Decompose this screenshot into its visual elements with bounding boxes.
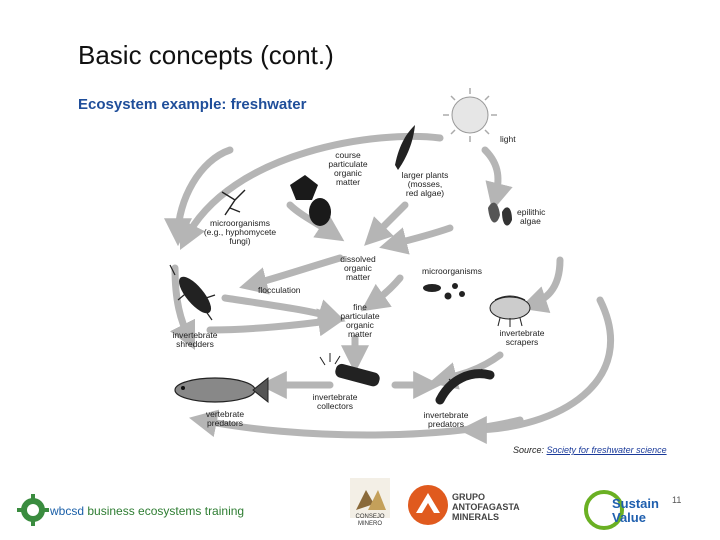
diagram-labels: light course particulate organic matter …: [173, 134, 547, 429]
label-dom-1: dissolved: [340, 254, 376, 264]
consejo-minero-text: CONSEJO MINERO: [355, 514, 385, 527]
label-epilithic-1: epilithic: [517, 207, 546, 217]
hyphomycete-icon: [221, 189, 246, 216]
predator-larva-icon: [435, 368, 495, 405]
footer: 11: [0, 470, 720, 540]
label-invertebrate-predators-1: invertebrate: [424, 410, 469, 420]
arrow-shredders-to-fpom: [221, 294, 346, 327]
fish-icon: [174, 376, 269, 404]
label-microorganisms-right: microorganisms: [422, 266, 482, 276]
epilithic-algae-icon: [488, 202, 512, 226]
freshwater-ecosystem-diagram: light course particulate organic matter …: [164, 88, 615, 444]
collector-larva-icon: [319, 353, 380, 387]
label-microorganisms-1: microorganisms: [210, 218, 270, 228]
arrow-upper-loop: [164, 146, 234, 247]
label-scrapers-1: invertebrate: [500, 328, 545, 338]
sustain-value-text: Sustain Value: [612, 497, 672, 525]
shredder-insect-icon: [169, 264, 216, 321]
arrow-top-loop-down: [169, 264, 196, 351]
microorganisms-cluster-icon: [423, 283, 465, 300]
wbcsd-tagline: business ecosystems training: [84, 504, 245, 518]
sustain-word: Sustain: [612, 496, 659, 511]
antofagasta-logo-icon: [408, 485, 448, 525]
label-vertebrate-predators-2: predators: [207, 418, 243, 428]
wbcsd-logo-icon: [17, 494, 49, 526]
label-cpom-2: particulate: [328, 159, 367, 169]
label-larger-plants-2: (mosses,: [408, 179, 442, 189]
label-cpom-1: course: [335, 150, 361, 160]
label-dom-2: organic: [344, 263, 373, 273]
source-prefix: Source:: [513, 445, 547, 455]
label-scrapers-2: scrapers: [506, 337, 539, 347]
arrow-dom-to-flocculation: [239, 254, 344, 295]
label-cpom-4: matter: [336, 177, 360, 187]
source-link[interactable]: Society for freshwater science: [546, 445, 667, 455]
label-cpom-3: organic: [334, 168, 363, 178]
label-epilithic-2: algae: [520, 216, 541, 226]
wbcsd-prefix: wbcsd: [50, 504, 85, 518]
label-invertebrate-predators-2: predators: [428, 419, 464, 429]
label-larger-plants-3: red algae): [406, 188, 444, 198]
label-shredders-1: invertebrate: [173, 330, 218, 340]
slide-title: Basic concepts (cont.): [78, 40, 334, 70]
antofagasta-text: GRUPO ANTOFAGASTA MINERALS: [452, 492, 520, 522]
label-flocculation: flocculation: [258, 285, 301, 295]
consejo-minero-logo-icon: [350, 478, 390, 518]
arrow-plants-to-dom: [364, 201, 409, 246]
label-shredders-2: shredders: [176, 339, 214, 349]
scraper-crustacean-icon: [489, 295, 531, 327]
label-collectors-1: invertebrate: [313, 392, 358, 402]
arrow-algae-to-scrapers: [519, 256, 564, 313]
label-fpom-4: matter: [348, 329, 372, 339]
arrow-algae-to-dom: [379, 224, 454, 255]
label-fpom-3: organic: [346, 320, 375, 330]
arrow-right-loop: [458, 296, 615, 444]
label-microorganisms-2: (e.g., hyphomycete: [204, 227, 277, 237]
wbcsd-brand-text: wbcsd business ecosystems training: [50, 504, 244, 518]
larger-plant-icon: [395, 125, 415, 170]
label-vertebrate-predators-1: vertebrate: [206, 409, 245, 419]
arrow-sun-to-epilithic: [481, 146, 513, 211]
label-microorganisms-3: fungi): [229, 236, 250, 246]
sustain-value-logo-icon: [584, 490, 624, 530]
energy-flow-arrows: [164, 132, 615, 444]
label-collectors-2: collectors: [317, 401, 353, 411]
footer-logos: [17, 478, 624, 530]
page-number: 11: [672, 495, 682, 505]
sun-icon: [443, 88, 497, 142]
arrow-cpom-to-dom: [286, 201, 345, 242]
leaf-cpom-icon: [290, 175, 331, 226]
label-fpom-2: particulate: [340, 311, 379, 321]
slide-subtitle: Ecosystem example: freshwater: [78, 96, 307, 113]
arrow-micro-to-fpom: [360, 274, 404, 312]
source-citation: Source: Society for freshwater science: [513, 445, 667, 455]
label-larger-plants-1: larger plants: [402, 170, 449, 180]
arrow-shredders-right: [206, 308, 347, 337]
label-light: light: [500, 134, 516, 144]
value-word: Value: [612, 510, 646, 525]
label-fpom-1: fine: [353, 302, 367, 312]
label-dom-3: matter: [346, 272, 370, 282]
